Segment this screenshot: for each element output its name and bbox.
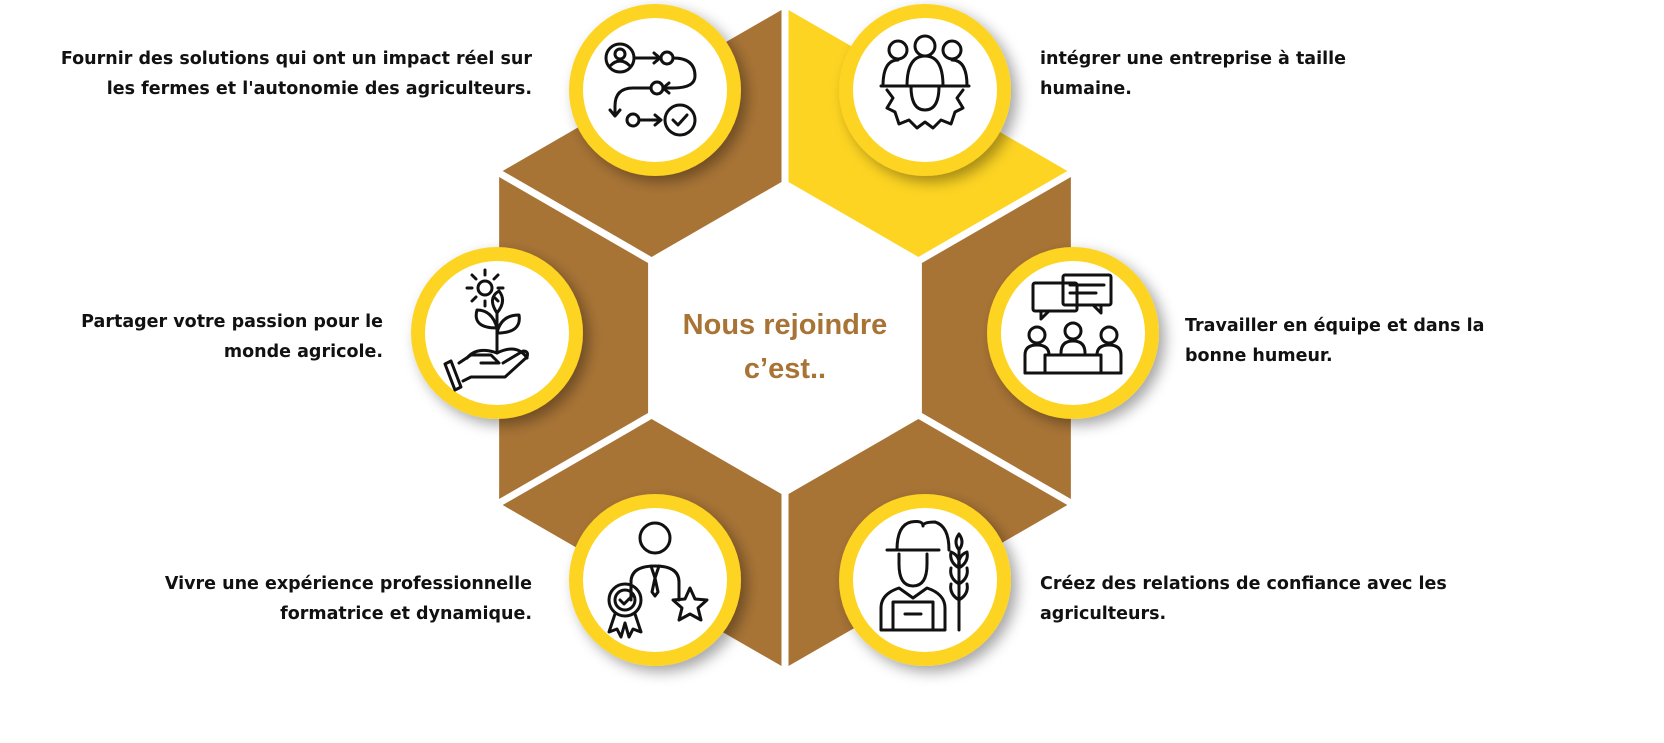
- item-text-trust: Créez des relations de confiance avec le…: [1040, 569, 1560, 629]
- text-line: humaine.: [1040, 79, 1132, 99]
- item-text-passion: Partager votre passion pour le monde agr…: [0, 307, 383, 367]
- icon-badge: [839, 494, 1011, 666]
- text-line: les fermes et l'autonomie des agriculteu…: [106, 79, 532, 99]
- text-line: monde agricole.: [223, 342, 383, 362]
- text-line: agriculteurs.: [1040, 604, 1167, 624]
- icon-badge: [987, 247, 1159, 419]
- farmer-icon: [879, 520, 969, 632]
- text-line: intégrer une entreprise à taille: [1040, 49, 1346, 69]
- text-line: Travailler en équipe et dans la: [1185, 316, 1485, 336]
- item-text-teamwork: Travailler en équipe et dans la bonne hu…: [1185, 311, 1664, 371]
- team-gear-icon: [879, 34, 971, 130]
- employee-award-icon: [607, 521, 709, 639]
- icon-badge: [411, 247, 583, 419]
- text-line: Partager votre passion pour le: [81, 312, 383, 332]
- text-line: Vivre une expérience professionnelle: [164, 574, 532, 594]
- team-meeting-icon: [1023, 273, 1123, 375]
- text-line: bonne humeur.: [1185, 346, 1333, 366]
- plant-in-hand-icon: [443, 268, 529, 392]
- center-title: Nous rejoindre c’est..: [635, 303, 935, 391]
- icon-badge: [569, 4, 741, 176]
- text-line: Fournir des solutions qui ont un impact …: [60, 49, 532, 69]
- process-flow-icon: [604, 42, 697, 137]
- item-text-company: intégrer une entreprise à taille humaine…: [1040, 44, 1560, 104]
- title-line-2: c’est..: [743, 353, 827, 385]
- item-text-solutions: Fournir des solutions qui ont un impact …: [12, 44, 532, 104]
- title-line-1: Nous rejoindre: [682, 309, 888, 341]
- icon-badge: [839, 4, 1011, 176]
- item-text-experience: Vivre une expérience professionnelle for…: [12, 569, 532, 629]
- icon-badge: [569, 494, 741, 666]
- text-line: Créez des relations de confiance avec le…: [1040, 574, 1447, 594]
- text-line: formatrice et dynamique.: [280, 604, 532, 624]
